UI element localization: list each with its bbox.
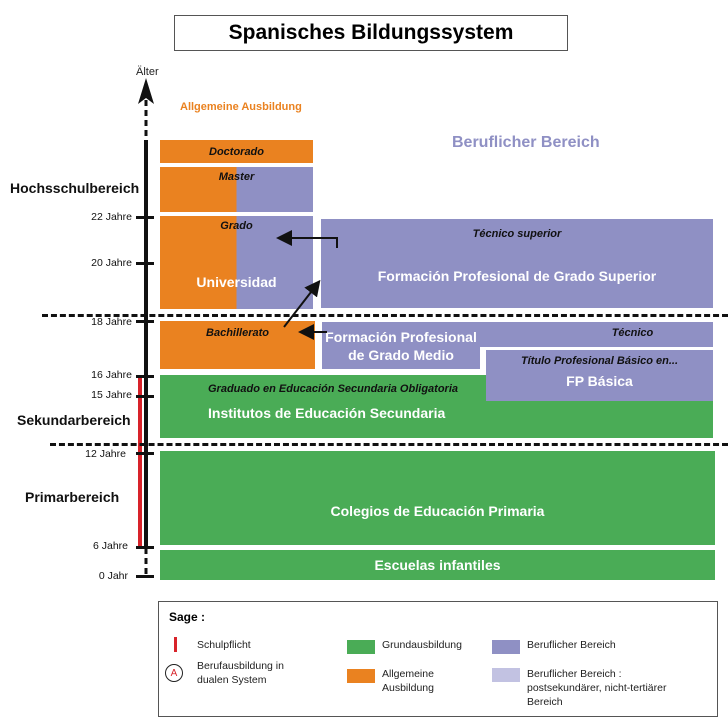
vocational-light-swatch	[492, 668, 520, 682]
tick-label: 15 Jahre	[91, 389, 132, 401]
legend-label: Bereich	[527, 696, 563, 708]
legend-title: Sage :	[169, 610, 206, 624]
legend-label: Ausbildung	[382, 682, 434, 694]
tick-12	[136, 452, 154, 455]
pathway-arrows	[276, 230, 338, 340]
axis-top-label: Älter	[136, 66, 159, 78]
tick-label: 12 Jahre	[85, 448, 126, 460]
legend-label: Berufausbildung in	[197, 660, 284, 672]
tecnico-superior-label: Técnico superior	[472, 228, 562, 240]
escuelas-label: Escuelas infantiles	[374, 557, 501, 573]
bachillerato-label: Bachillerato	[206, 327, 269, 339]
arrow-fp-superior-to-grado	[276, 230, 338, 248]
tick-20	[136, 262, 154, 265]
vocational-header: Beruflicher Bereich	[452, 134, 600, 151]
grado-label: Grado	[220, 220, 253, 232]
legend-label: postsekundärer, nicht-tertiärer	[527, 682, 667, 694]
legend-label: Beruflicher Bereich	[527, 639, 616, 651]
legend-label: dualen System	[197, 674, 267, 686]
fp-grado-superior-label: Formación Profesional de Grado Superior	[377, 268, 657, 284]
block-fp-grado-superior: Técnico superior Formación Profesional d…	[321, 219, 713, 308]
tick-6	[136, 546, 154, 549]
universidad-label: Universidad	[196, 274, 277, 290]
tick-label: 16 Jahre	[91, 369, 132, 381]
tick-label: 22 Jahre	[91, 211, 132, 223]
block-bachillerato: Bachillerato	[160, 321, 315, 369]
tick-15	[136, 395, 154, 398]
fp-grado-medio-label-1: Formación Profesional	[325, 328, 477, 345]
arrow-bachillerato-to-fp-superior	[283, 279, 321, 328]
institutos-label: Institutos de Educación Secundaria	[208, 405, 446, 421]
block-master: Master	[160, 167, 313, 212]
doctorado-label: Doctorado	[209, 145, 264, 158]
legend-label: Allgemeine	[382, 668, 434, 680]
block-fp-grado-medio: Formación Profesional de Grado Medio	[322, 322, 480, 369]
legend-label: Beruflicher Bereich :	[527, 668, 622, 680]
fp-basica-label: FP Básica	[566, 373, 633, 389]
tecnico-label: Técnico	[611, 327, 654, 339]
block-colegios: Colegios de Educación Primaria	[160, 451, 715, 545]
tick-label: 6 Jahre	[92, 540, 128, 552]
region-secondary: Sekundarbereich	[17, 412, 131, 428]
block-fp-basica: Título Profesional Básico en... FP Básic…	[486, 350, 713, 401]
diagram-title: Spanisches Bildungssystem	[174, 15, 568, 51]
axis-arrow-icon	[138, 78, 154, 104]
block-escuelas: Escuelas infantiles	[160, 550, 715, 580]
master-label: Master	[218, 171, 255, 183]
compulsory-schooling-line	[138, 376, 142, 548]
compulsory-swatch	[174, 637, 177, 652]
tick-label: 18 Jahre	[91, 316, 132, 328]
legend-label: Grundausbildung	[382, 639, 462, 651]
vocational-swatch	[492, 640, 520, 654]
tick-22	[136, 216, 154, 219]
tick-label: 20 Jahre	[91, 257, 132, 269]
separator-tertiary	[42, 314, 728, 317]
dual-system-icon: A	[165, 664, 183, 682]
basic-swatch	[347, 640, 375, 654]
age-axis	[138, 78, 154, 576]
tick-16	[136, 375, 154, 378]
graduado-eso-label: Graduado en Educación Secundaria Obligat…	[208, 383, 458, 395]
colegios-label: Colegios de Educación Primaria	[330, 503, 545, 519]
region-primary: Primarbereich	[25, 489, 120, 505]
block-doctorado: Doctorado	[160, 140, 313, 163]
legend: Sage : Schulpflicht A Berufausbildung in…	[158, 601, 718, 717]
region-higher-education: Hochsschulbereich	[10, 180, 140, 196]
separator-primary	[50, 443, 728, 446]
tick-label: 0 Jahr	[98, 570, 128, 582]
tick-0	[136, 575, 154, 578]
titulo-basico-label: Título Profesional Básico en...	[520, 355, 679, 367]
general-swatch	[347, 669, 375, 683]
legend-label: Schulpflicht	[197, 639, 251, 651]
fp-grado-medio-label-2: de Grado Medio	[348, 346, 454, 363]
tick-18	[136, 320, 154, 323]
general-education-header: Allgemeine Ausbildung	[180, 101, 302, 113]
